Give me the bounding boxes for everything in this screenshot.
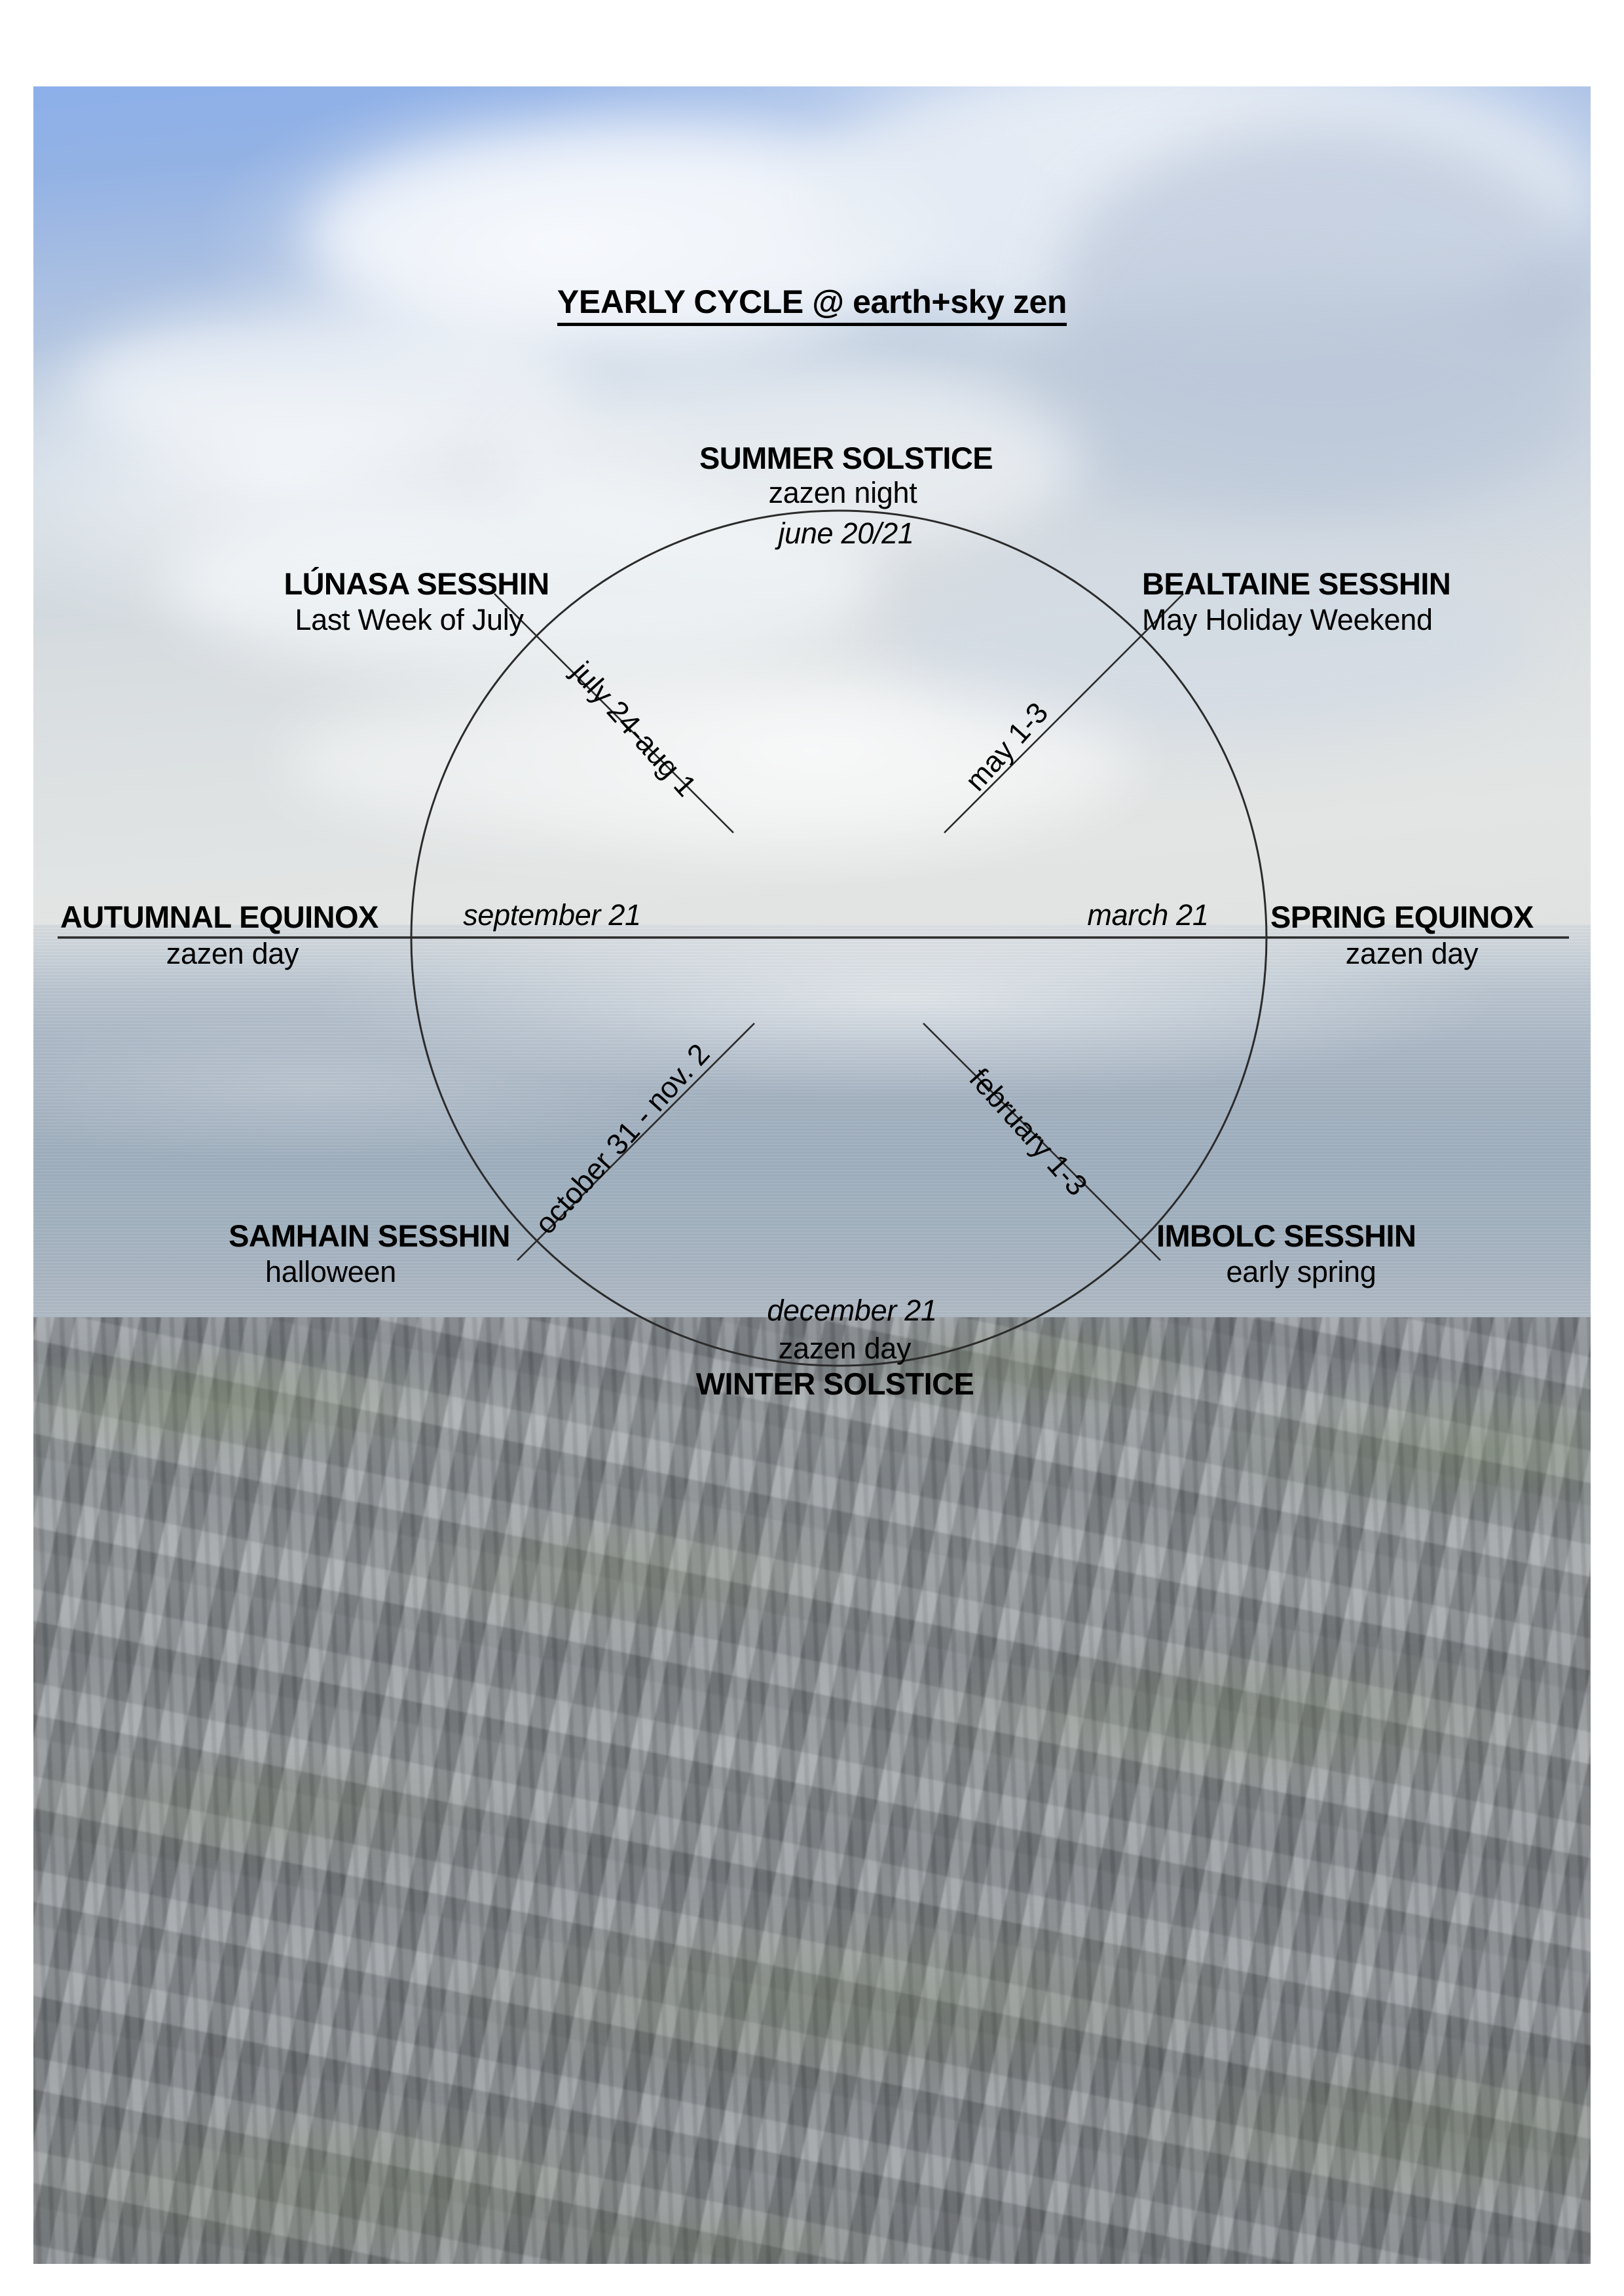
- sky-region: [33, 86, 1591, 938]
- node-spring-equinox-date: march 21: [1087, 898, 1209, 932]
- node-winter-solstice-subtitle: zazen day: [778, 1332, 912, 1365]
- page-title-text: YEARLY CYCLE @ earth+sky zen: [557, 283, 1067, 326]
- node-bealtaine-sesshin-subtitle: May Holiday Weekend: [1142, 603, 1433, 636]
- node-lunasa-sesshin-name: LÚNASA SESSHIN: [284, 566, 549, 601]
- node-winter-solstice-name: WINTER SOLSTICE: [695, 1366, 974, 1401]
- node-autumnal-equinox-subtitle: zazen day: [166, 937, 299, 970]
- node-winter-solstice-date: december 21: [767, 1294, 937, 1327]
- node-samhain-sesshin-name: SAMHAIN SESSHIN: [229, 1218, 510, 1253]
- background-photograph: [33, 86, 1591, 2264]
- node-summer-solstice-date: june 20/21: [778, 517, 914, 550]
- node-imbolc-sesshin-subtitle: early spring: [1226, 1255, 1376, 1288]
- node-imbolc-sesshin-name: IMBOLC SESSHIN: [1156, 1218, 1416, 1253]
- node-autumnal-equinox-name: AUTUMNAL EQUINOX: [60, 900, 378, 934]
- node-bealtaine-sesshin-name: BEALTAINE SESSHIN: [1142, 566, 1451, 601]
- node-spring-equinox-subtitle: zazen day: [1345, 937, 1479, 970]
- node-summer-solstice-subtitle: zazen night: [768, 476, 917, 509]
- cloud-shape: [1003, 283, 1591, 519]
- node-autumnal-equinox-date: september 21: [463, 898, 641, 932]
- page-title: YEARLY CYCLE @ earth+sky zen: [0, 283, 1624, 326]
- node-summer-solstice-name: SUMMER SOLSTICE: [699, 441, 993, 475]
- limestone-rock-foreground: [33, 1317, 1591, 2264]
- node-lunasa-sesshin-subtitle: Last Week of July: [295, 603, 524, 636]
- node-samhain-sesshin-subtitle: halloween: [265, 1255, 396, 1288]
- node-spring-equinox-name: SPRING EQUINOX: [1270, 900, 1534, 934]
